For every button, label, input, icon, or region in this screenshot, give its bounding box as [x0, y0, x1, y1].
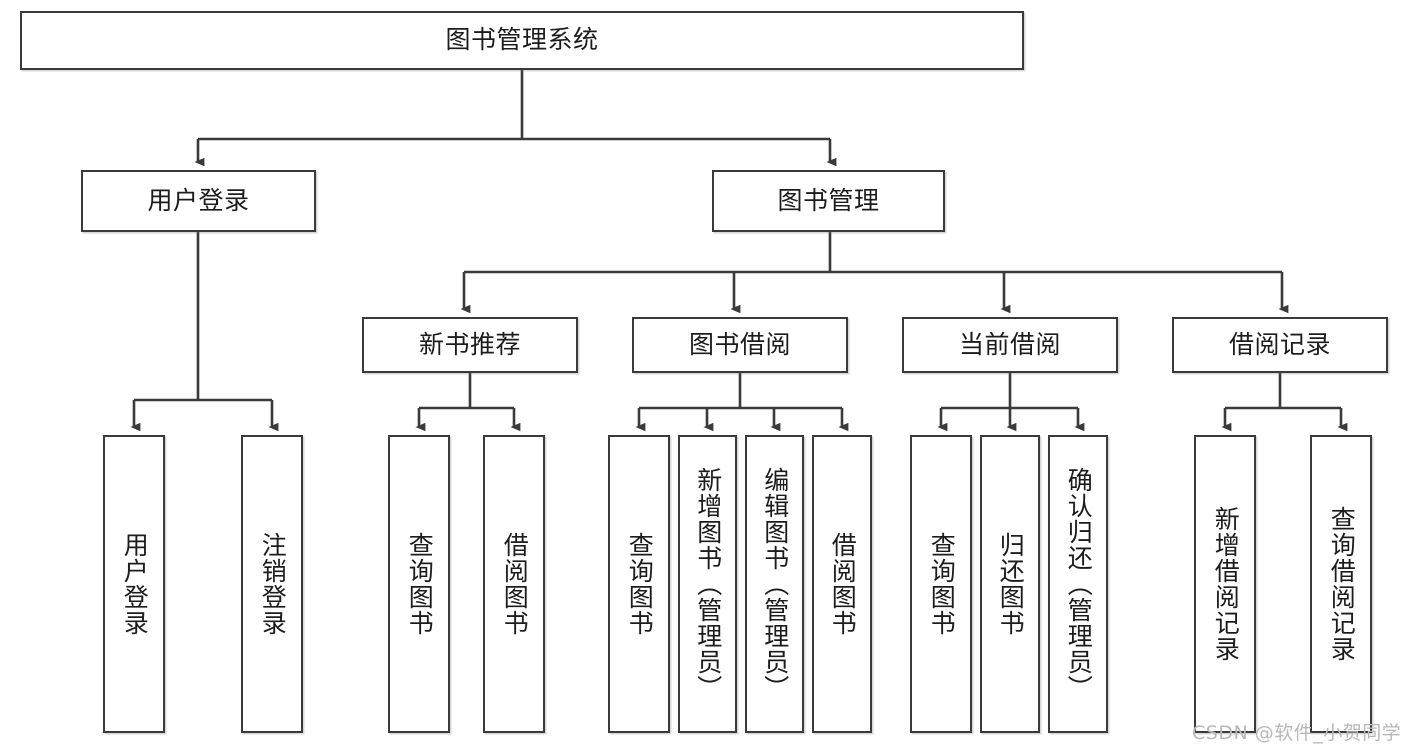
leaf-add-record-label: 新增借阅记录: [1211, 506, 1241, 662]
node-user-login-label: 用户登录: [147, 185, 250, 215]
leaf-add-book-label: 新增图书（管理员）: [693, 467, 723, 701]
leaf-query-book-cur-label: 查询图书: [927, 532, 957, 636]
leaf-add-record[interactable]: 新增借阅记录: [1194, 435, 1256, 733]
leaf-query-book-cur[interactable]: 查询图书: [910, 435, 972, 733]
node-user-login[interactable]: 用户登录: [81, 170, 316, 232]
leaf-query-record-label: 查询借阅记录: [1327, 506, 1357, 662]
csdn-watermark: CSDN @软件_小贺同学: [1192, 722, 1402, 744]
leaf-query-book-rec[interactable]: 查询图书: [388, 435, 450, 733]
node-current-borrow-label: 当前借阅: [958, 329, 1061, 359]
node-book-borrow[interactable]: 图书借阅: [632, 317, 848, 373]
leaf-confirm-return[interactable]: 确认归还（管理员）: [1048, 435, 1108, 733]
leaf-return-book[interactable]: 归还图书: [980, 435, 1040, 733]
node-book-borrow-label: 图书借阅: [688, 329, 791, 359]
node-current-borrow[interactable]: 当前借阅: [902, 317, 1118, 373]
node-book-manage[interactable]: 图书管理: [712, 170, 945, 232]
node-new-book-rec-label: 新书推荐: [418, 329, 521, 359]
leaf-query-record[interactable]: 查询借阅记录: [1310, 435, 1372, 733]
leaf-query-book-borrow-label: 查询图书: [625, 532, 655, 636]
leaf-return-book-label: 归还图书: [996, 532, 1026, 636]
leaf-logout[interactable]: 注销登录: [241, 435, 303, 733]
leaf-logout-label: 注销登录: [258, 532, 288, 636]
leaf-user-login[interactable]: 用户登录: [103, 435, 165, 733]
leaf-query-book-rec-label: 查询图书: [405, 532, 435, 636]
node-new-book-rec[interactable]: 新书推荐: [362, 317, 578, 373]
leaf-user-login-label: 用户登录: [120, 532, 150, 636]
leaf-borrow-book[interactable]: 借阅图书: [812, 435, 872, 733]
leaf-confirm-return-label: 确认归还（管理员）: [1064, 467, 1094, 701]
node-root-label: 图书管理系统: [445, 25, 599, 55]
leaf-borrow-book-rec-label: 借阅图书: [500, 532, 530, 636]
leaf-borrow-book-label: 借阅图书: [828, 532, 858, 636]
node-root[interactable]: 图书管理系统: [20, 11, 1024, 70]
leaf-add-book[interactable]: 新增图书（管理员）: [678, 435, 737, 733]
leaf-query-book-borrow[interactable]: 查询图书: [608, 435, 670, 733]
node-borrow-record-label: 借阅记录: [1228, 329, 1331, 359]
leaf-edit-book-label: 编辑图书（管理员）: [760, 467, 790, 701]
node-borrow-record[interactable]: 借阅记录: [1172, 317, 1388, 373]
leaf-edit-book[interactable]: 编辑图书（管理员）: [745, 435, 804, 733]
leaf-borrow-book-rec[interactable]: 借阅图书: [483, 435, 545, 733]
node-book-manage-label: 图书管理: [777, 185, 880, 215]
